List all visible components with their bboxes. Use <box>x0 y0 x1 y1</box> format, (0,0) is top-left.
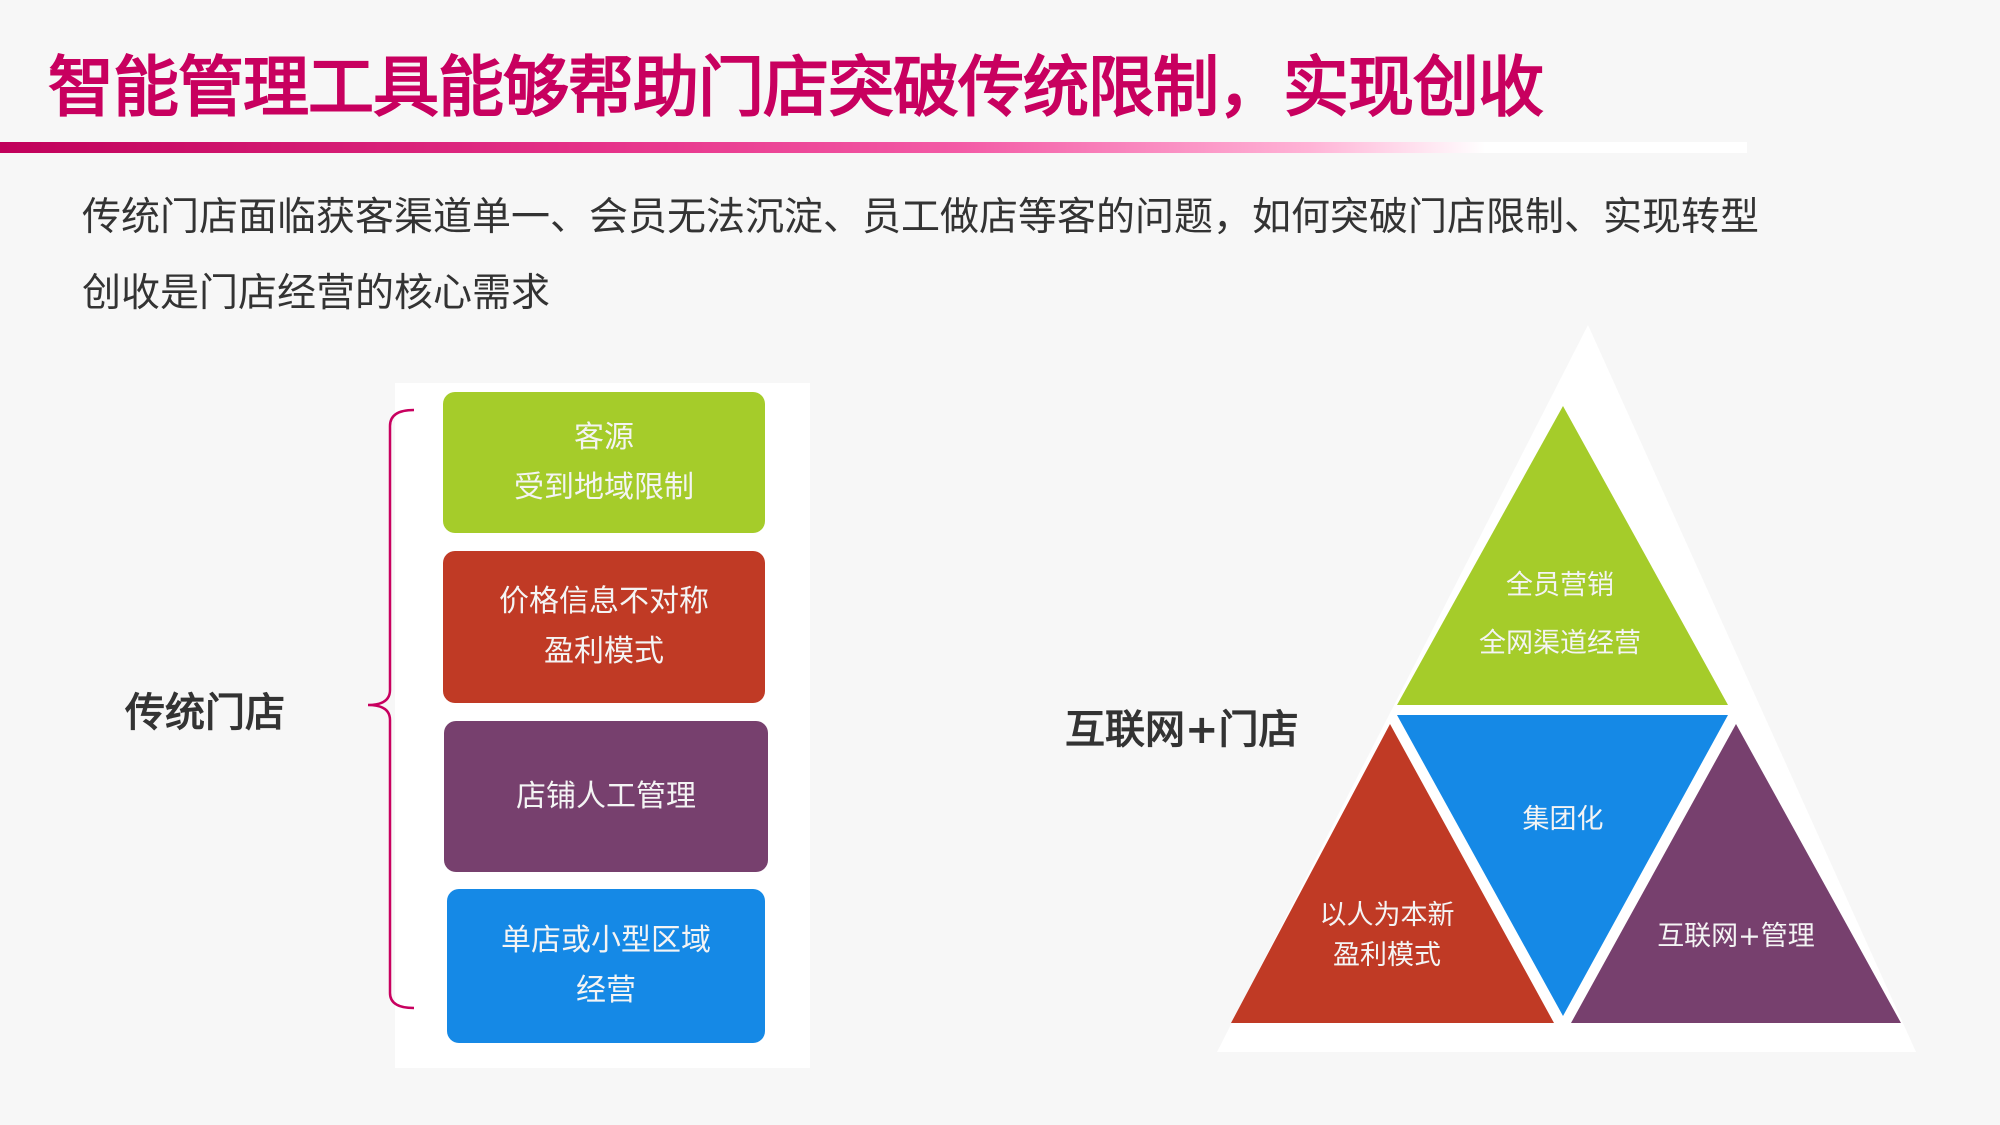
intro-line-2: 创收是门店经营的核心需求 <box>82 271 551 316</box>
box-text: 经营 <box>576 973 636 1008</box>
box-manual-management: 店铺人工管理 <box>444 721 768 872</box>
pyramid-top-green <box>1397 406 1728 705</box>
internet-store-label: 互联网+门店 <box>1065 707 1299 753</box>
pyramid-center-blue <box>1397 715 1728 1016</box>
intro-line-1: 传统门店面临获客渠道单一、会员无法沉淀、员工做店等客的问题，如何突破门店限制、实… <box>82 195 1760 240</box>
box-text: 受到地域限制 <box>514 469 694 505</box>
box-text: 店铺人工管理 <box>516 778 696 814</box>
box-text: 单店或小型区域 <box>501 923 711 958</box>
box-text: 客源 <box>574 419 634 455</box>
pyramid-text-line: 全网渠道经营 <box>1479 628 1641 659</box>
page-title: 智能管理工具能够帮助门店突破传统限制，实现创收 <box>48 49 1544 126</box>
pyramid-left-text: 以人为本新 盈利模式 <box>1320 896 1455 976</box>
pyramid-center-text: 集团化 <box>1522 804 1604 835</box>
box-single-store: 单店或小型区域 经营 <box>447 889 765 1043</box>
pyramid-text-line: 盈利模式 <box>1333 940 1441 971</box>
pyramid-right-text: 互联网+管理 <box>1657 921 1815 952</box>
intro-paragraph: 传统门店面临获客渠道单一、会员无法沉淀、员工做店等客的问题，如何突破门店限制、实… <box>82 180 1922 332</box>
box-text: 价格信息不对称 <box>499 584 709 619</box>
pyramid-text-line: 以人为本新 <box>1319 900 1455 931</box>
box-text: 盈利模式 <box>544 634 664 669</box>
pyramid-right-purple <box>1571 724 1901 1023</box>
box-customer-source: 客源 受到地域限制 <box>443 392 765 533</box>
pyramid-top-text: 全员营销 全网渠道经营 <box>1479 557 1641 673</box>
title-underline-gradient <box>0 142 1747 153</box>
pyramid-text-line: 全员营销 <box>1506 570 1614 601</box>
box-price-info: 价格信息不对称 盈利模式 <box>443 551 765 703</box>
pyramid-left-red <box>1231 724 1554 1023</box>
curly-brace <box>367 408 415 1010</box>
traditional-store-label: 传统门店 <box>125 690 285 736</box>
